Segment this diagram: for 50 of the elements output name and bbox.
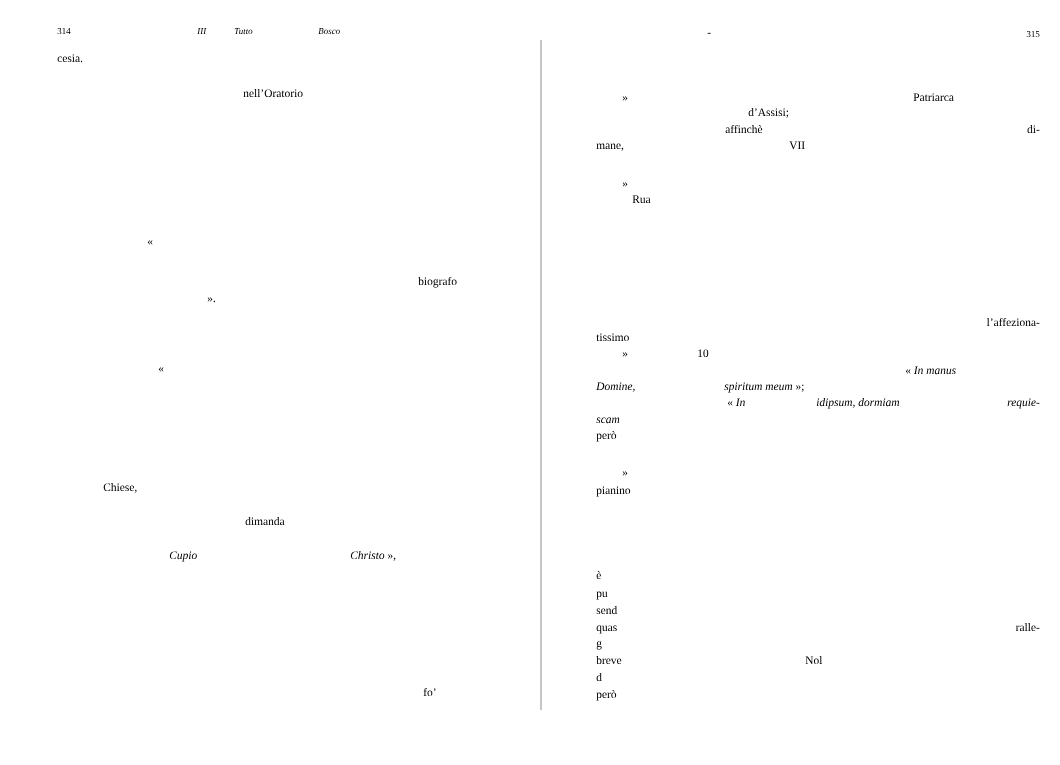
text-fragment: d’Assisi; <box>748 108 789 118</box>
text-fragment: di- <box>1027 125 1040 134</box>
quote-mark: » <box>622 96 628 101</box>
text-fragment: « In manus <box>905 366 956 375</box>
text-fragment: tissimo <box>596 333 629 342</box>
quote-mark: » <box>622 471 628 476</box>
quote-mark: » <box>622 182 628 187</box>
dash-mark: - <box>707 32 711 34</box>
text-fragment: g <box>596 641 602 650</box>
running-head: Tutto <box>234 28 253 35</box>
text-fragment: send <box>596 606 618 615</box>
text-fragment: dimanda <box>245 517 285 526</box>
text-fragment: è <box>596 571 601 580</box>
text-fragment: d <box>596 673 602 682</box>
page-number: 315 <box>1026 31 1040 38</box>
text-fragment: ralle- <box>1015 623 1040 632</box>
text-fragment: requie- <box>1007 398 1040 409</box>
text-fragment: Rua <box>632 195 651 204</box>
text-fragment: cesia. <box>57 54 83 63</box>
text-fragment: breve <box>596 656 622 665</box>
page-number: 314 <box>57 28 71 35</box>
text-fragment: VII <box>789 141 805 150</box>
text-fragment: Nol <box>805 656 823 665</box>
text-fragment: però <box>596 431 617 442</box>
text-fragment: idipsum, dormiam <box>816 398 900 409</box>
quote-mark: « <box>147 240 153 245</box>
text-fragment: scam <box>596 417 620 424</box>
text-fragment: fo’ <box>423 687 436 697</box>
text-fragment: spiritum meum »; <box>724 382 804 393</box>
text-fragment: biografo <box>418 276 457 288</box>
text-fragment: quas <box>596 625 617 634</box>
text-fragment: Patriarca <box>913 93 954 102</box>
text-fragment: mane, <box>596 143 624 151</box>
text-fragment: Domine, <box>596 382 635 392</box>
quote-mark: ». <box>207 297 216 303</box>
text-fragment: « In <box>727 398 745 406</box>
quote-mark: » <box>622 352 628 357</box>
text-fragment: affinchè <box>725 124 763 134</box>
text-fragment: Chiese, <box>103 483 137 493</box>
text-fragment: però <box>596 690 617 701</box>
text-fragment: pu <box>596 591 608 600</box>
running-head: III <box>197 28 207 34</box>
text-fragment: l’affeziona- <box>986 317 1040 327</box>
text-fragment: nell’Oratorio <box>243 89 303 98</box>
text-fragment: 10 <box>698 349 709 358</box>
text-fragment: Cupio <box>169 551 197 562</box>
running-head: Bosco <box>318 28 340 35</box>
quote-mark: « <box>158 367 164 372</box>
text-fragment: pianino <box>596 486 631 497</box>
text-fragment: Christo », <box>350 551 396 561</box>
